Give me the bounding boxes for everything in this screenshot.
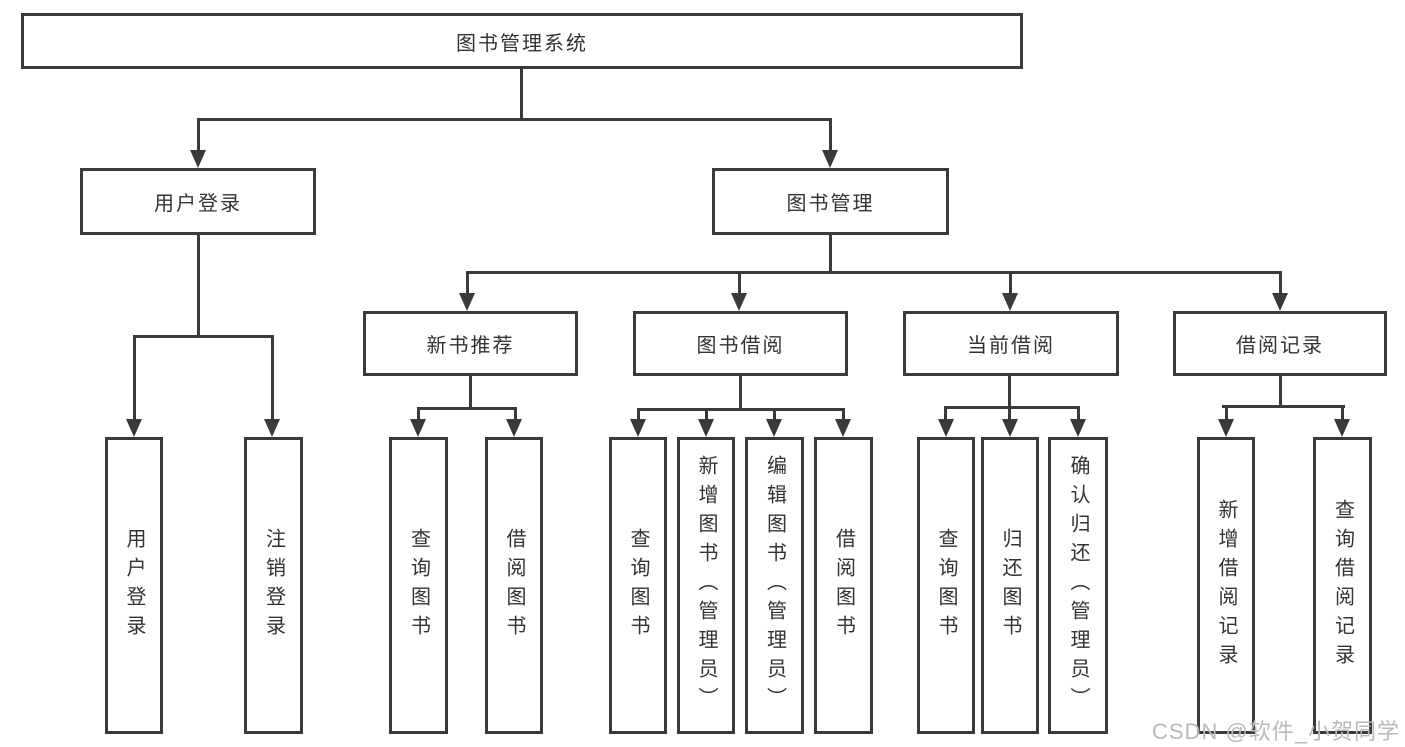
connector-line (417, 407, 420, 419)
connector-line (944, 406, 947, 419)
arrowhead-down-icon (1272, 293, 1288, 311)
node-leaf-nb-query-books-label: 查询图书 (407, 527, 430, 644)
connector-line (520, 69, 523, 118)
node-leaf-logout-label: 注销登录 (262, 527, 285, 644)
arrowhead-down-icon (1218, 419, 1234, 437)
node-leaf-cb-query-books: 查询图书 (917, 437, 975, 734)
arrowhead-down-icon (1002, 293, 1018, 311)
connector-line (637, 408, 844, 411)
connector-line (1341, 405, 1344, 419)
connector-line (469, 376, 472, 407)
node-leaf-user-login: 用户登录 (105, 437, 163, 734)
arrowhead-down-icon (506, 419, 522, 437)
connector-line (466, 271, 469, 293)
arrowhead-down-icon (1002, 419, 1018, 437)
connector-line (197, 118, 200, 150)
connector-line (1225, 405, 1228, 419)
arrowhead-down-icon (766, 419, 782, 437)
node-leaf-cb-return-books-label: 归还图书 (999, 527, 1021, 644)
node-leaf-cb-confirm-return-admin: 确认归还（管理员） (1048, 437, 1108, 734)
arrowhead-down-icon (410, 419, 426, 437)
node-leaf-user-login-label: 用户登录 (123, 527, 145, 644)
node-leaf-nb-borrow-books: 借阅图书 (485, 437, 543, 734)
node-leaf-cb-query-books-label: 查询图书 (935, 527, 957, 644)
node-user-login: 用户登录 (80, 168, 316, 235)
connector-line (1279, 376, 1282, 405)
arrowhead-down-icon (731, 293, 747, 311)
arrowhead-down-icon (1070, 419, 1086, 437)
node-borrow-records-label: 借阅记录 (1236, 335, 1324, 357)
arrowhead-down-icon (459, 293, 475, 311)
connector-line (514, 407, 517, 419)
node-leaf-nb-query-books: 查询图书 (389, 437, 448, 734)
node-current-borrow: 当前借阅 (903, 311, 1119, 376)
node-root-label: 图书管理系统 (456, 32, 588, 55)
connector-line (705, 408, 708, 419)
node-leaf-bb-query-books-label: 查询图书 (627, 527, 649, 644)
node-leaf-bb-edit-books-admin: 编辑图书（管理员） (745, 437, 804, 734)
connector-line (829, 118, 832, 150)
node-leaf-nb-borrow-books-label: 借阅图书 (503, 527, 525, 644)
node-user-login-label: 用户登录 (154, 193, 242, 215)
connector-line (944, 406, 1080, 409)
connector-line (417, 407, 517, 410)
node-leaf-bb-edit-books-admin-label: 编辑图书（管理员） (763, 455, 786, 716)
connector-line (773, 408, 776, 419)
node-root: 图书管理系统 (21, 13, 1023, 69)
connector-line (1222, 405, 1345, 408)
node-book-borrow-label: 图书借阅 (696, 335, 785, 357)
arrowhead-down-icon (630, 419, 646, 437)
node-leaf-cb-return-books: 归还图书 (981, 437, 1039, 734)
arrowhead-down-icon (190, 150, 206, 168)
connector-line (133, 335, 136, 419)
node-leaf-br-query-record-label: 查询借阅记录 (1331, 498, 1354, 673)
arrowhead-down-icon (822, 150, 838, 168)
arrowhead-down-icon (126, 419, 142, 437)
connector-line (197, 118, 832, 121)
arrowhead-down-icon (835, 419, 851, 437)
node-new-book-recommend-label: 新书推荐 (426, 335, 515, 357)
node-leaf-bb-add-books-admin: 新增图书（管理员） (677, 437, 735, 734)
connector-line (637, 408, 640, 419)
connector-line (842, 408, 845, 419)
connector-line (739, 376, 742, 408)
node-leaf-logout: 注销登录 (244, 437, 303, 734)
arrowhead-down-icon (1334, 419, 1350, 437)
node-leaf-br-query-record: 查询借阅记录 (1313, 437, 1372, 734)
connector-line (133, 335, 274, 338)
connector-line (1008, 406, 1011, 419)
connector-line (1077, 406, 1080, 419)
connector-line (738, 271, 741, 293)
connector-line (1008, 376, 1011, 406)
connector-line (1009, 271, 1012, 293)
node-leaf-bb-query-books: 查询图书 (609, 437, 667, 734)
arrowhead-down-icon (698, 419, 714, 437)
arrowhead-down-icon (938, 419, 954, 437)
node-current-borrow-label: 当前借阅 (967, 335, 1055, 357)
node-leaf-br-add-record: 新增借阅记录 (1197, 437, 1255, 734)
node-book-borrow: 图书借阅 (633, 311, 848, 376)
csdn-watermark: CSDN @软件_小贺同学 (1152, 719, 1401, 744)
node-book-management-label: 图书管理 (786, 193, 875, 215)
connector-line (271, 335, 274, 419)
connector-line (466, 271, 1282, 274)
node-leaf-br-add-record-label: 新增借阅记录 (1215, 498, 1237, 673)
node-new-book-recommend: 新书推荐 (363, 311, 578, 376)
node-leaf-bb-borrow-books: 借阅图书 (814, 437, 873, 734)
connector-line (829, 235, 832, 271)
node-borrow-records: 借阅记录 (1173, 311, 1387, 376)
node-book-management: 图书管理 (712, 168, 949, 235)
connector-line (197, 235, 200, 335)
node-leaf-bb-add-books-admin-label: 新增图书（管理员） (695, 455, 717, 716)
arrowhead-down-icon (264, 419, 280, 437)
node-leaf-cb-confirm-return-admin-label: 确认归还（管理员） (1067, 455, 1089, 716)
connector-line (1279, 271, 1282, 293)
node-leaf-bb-borrow-books-label: 借阅图书 (832, 527, 855, 644)
